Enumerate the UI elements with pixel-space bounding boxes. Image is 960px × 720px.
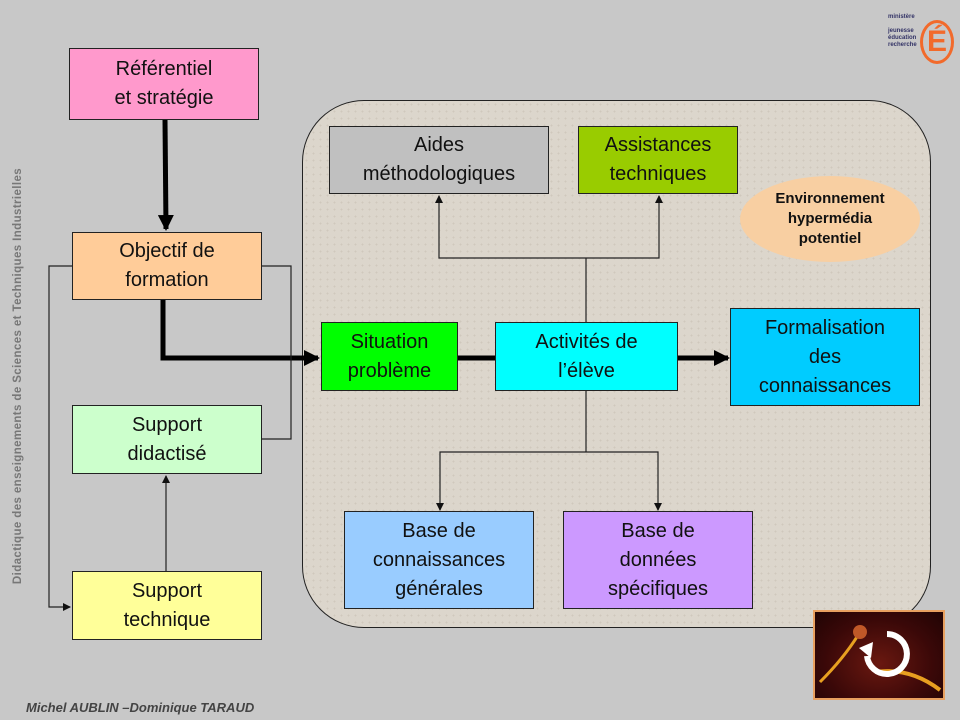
box-support-didactise: Support didactisé [72,405,262,474]
box-base-connaissances-generales: Base de connaissances générales [344,511,534,609]
box-situation-probleme: Situation problème [321,322,458,391]
arrow-to-aides [435,195,586,259]
link-feedback-loop [48,265,72,611]
link-objectif-didactise [261,265,292,440]
arrow-objectif-situation [160,300,320,366]
arrow-to-base-generales [436,451,586,511]
box-objectif-formation: Objectif de formation [72,232,262,300]
logo-line2: jeunesse éducation recherche [888,28,917,48]
box-support-technique: Support technique [72,571,262,640]
cycle-arrow-icon [818,625,942,692]
box-assistances-techniques: Assistances techniques [578,126,738,194]
footer-authors: Michel AUBLIN –Dominique TARAUD [26,700,255,715]
box-activites-eleve: Activités de l’élève [495,322,678,391]
box-aides-methodologiques: Aides méthodologiques [329,126,549,194]
box-formalisation: Formalisation des connaissances [730,308,920,406]
arrow-to-assistances [586,195,663,259]
environment-label: Environnement hypermédia potentiel [740,176,920,262]
ministry-logo: ministère jeunesse éducation recherche É [888,12,956,70]
cycle-photo[interactable] [813,610,945,700]
box-base-donnees-specifiques: Base de données spécifiques [563,511,753,609]
logo-e-icon: É [920,20,954,64]
logo-line1: ministère [888,14,915,20]
arrow-referentiel-objectif [157,119,174,231]
arrow-to-base-specifiques [586,451,662,511]
box-referentiel: Référentiel et stratégie [69,48,259,120]
